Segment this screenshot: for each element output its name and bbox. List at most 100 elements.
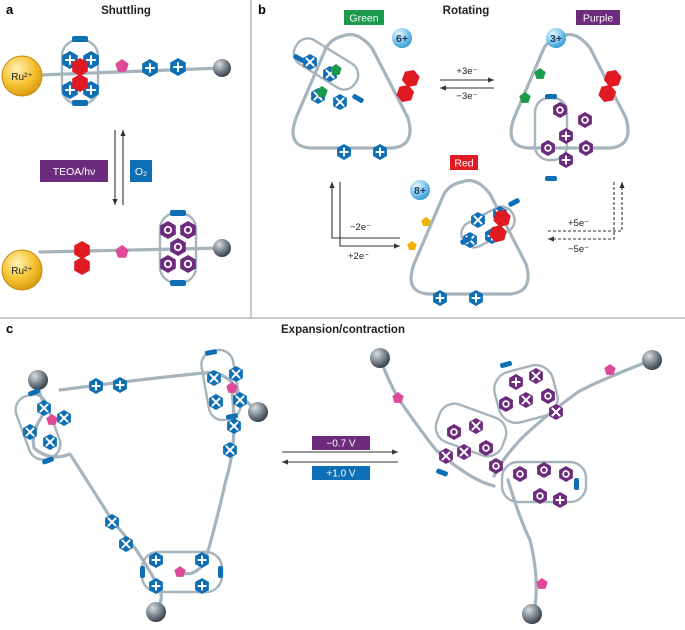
ring-cap [460, 236, 472, 245]
radical-unit [489, 458, 503, 474]
stopper-top [213, 59, 231, 77]
stopper-c3 [146, 602, 166, 622]
panel-c-title: Expansion/contraction [281, 324, 405, 336]
panel-c-letter: c [6, 321, 13, 336]
purple-state-box [576, 10, 620, 25]
yellow-station [407, 241, 417, 250]
yellow-station [421, 217, 431, 226]
radical-unit [549, 404, 563, 420]
ring-unit [209, 394, 223, 410]
ring-cap [72, 100, 88, 106]
ru-label-top: Ru²⁺ [11, 72, 32, 83]
charge-badge-red [410, 180, 430, 200]
macrocycle-green [292, 37, 360, 91]
pink-station [604, 364, 616, 375]
panel-a-shuttling: Ru²⁺ TEOA/hν O₂ Ru²⁺ [1, 36, 231, 291]
volt-pos-label: +1.0 V [326, 469, 356, 480]
red-station [396, 70, 420, 102]
radical-unit [499, 396, 513, 412]
stopper-c2 [248, 402, 268, 422]
ring-cap [545, 94, 557, 99]
arrow-plus2e-path [339, 182, 400, 249]
axle-unit [89, 378, 103, 394]
ru-label-bottom: Ru²⁺ [11, 266, 32, 277]
radical-unit [479, 440, 493, 456]
radical-unit [553, 492, 567, 508]
ring-unit [559, 128, 573, 144]
ring-unit [553, 102, 567, 118]
pink-station [226, 382, 238, 393]
axle-unit [227, 418, 241, 434]
ring-cap [218, 566, 223, 578]
charge-red: 8+ [414, 185, 426, 197]
ring-unit [579, 140, 593, 156]
panel-a-letter: a [6, 2, 14, 17]
green-station [534, 68, 546, 79]
triangle-red [409, 178, 530, 296]
triangle-purple [509, 32, 630, 150]
volt-neg-label: −0.7 V [326, 439, 356, 450]
radical-unit [457, 444, 471, 460]
panel-c-expansion-contraction: −0.7 V +1.0 V [14, 348, 662, 624]
ring-radical-unit [180, 255, 196, 273]
green-state-box [344, 10, 384, 25]
stopper-c6 [522, 604, 542, 624]
strand-left-2 [58, 370, 257, 412]
ring-cap [352, 94, 364, 103]
dnp-station [72, 58, 88, 92]
stopper-c1 [28, 370, 48, 390]
axle-bipyridinium [142, 59, 158, 77]
axle-bipyridinium [170, 58, 186, 76]
radical-unit [537, 462, 551, 478]
green-station [316, 86, 328, 97]
radical-unit [519, 392, 533, 408]
charge-badge-green [392, 28, 412, 48]
ring-cap [204, 349, 218, 356]
pink-station [46, 414, 58, 425]
ring-unit [471, 212, 485, 228]
ring-unit [195, 578, 209, 594]
radical-unit [533, 488, 547, 504]
ring-cap [225, 413, 239, 420]
ring-cap [28, 388, 40, 397]
ring-unit [23, 424, 37, 440]
ring-unit [233, 392, 247, 408]
macrocycle-c5 [493, 363, 559, 425]
volt-neg-box [312, 436, 370, 450]
charge-purple: 3+ [550, 33, 562, 45]
ring-cap [170, 280, 186, 286]
pink-station [392, 392, 404, 403]
pink-station [536, 578, 548, 589]
ring-unit [149, 578, 163, 594]
strand-right-1 [378, 356, 496, 488]
label-plus2e: +2e⁻ [348, 251, 369, 262]
axle-unit [373, 144, 387, 160]
panel-b-rotating: Green Purple Red 6+ 3+ 8+ +3e⁻ −3e⁻ −2e⁻… [291, 10, 630, 306]
ring-cap [545, 176, 557, 181]
pink-station [174, 566, 186, 577]
axle-unit [223, 442, 237, 458]
ring-unit [333, 94, 347, 110]
green-state-label: Green [349, 13, 378, 25]
stopper-bottom [213, 239, 231, 257]
stopper-c4 [370, 348, 390, 368]
label-plus5e: +5e⁻ [568, 218, 589, 229]
radical-unit [559, 466, 573, 482]
ring-unit [578, 112, 592, 128]
ring-cap [500, 360, 512, 369]
ring-unit [149, 552, 163, 568]
ring-cap [140, 566, 145, 578]
green-station [330, 64, 342, 75]
label-minus2e: −2e⁻ [350, 222, 371, 233]
purple-state-label: Purple [583, 13, 614, 25]
ring-unit [195, 552, 209, 568]
axle-unit [433, 290, 447, 306]
ring-unit [559, 152, 573, 168]
ring-cap [436, 468, 448, 477]
axle-radical-unit [170, 238, 186, 256]
ring-unit [43, 434, 57, 450]
ring-unit [541, 140, 555, 156]
stopper-c5 [642, 350, 662, 370]
axle-unit [469, 290, 483, 306]
